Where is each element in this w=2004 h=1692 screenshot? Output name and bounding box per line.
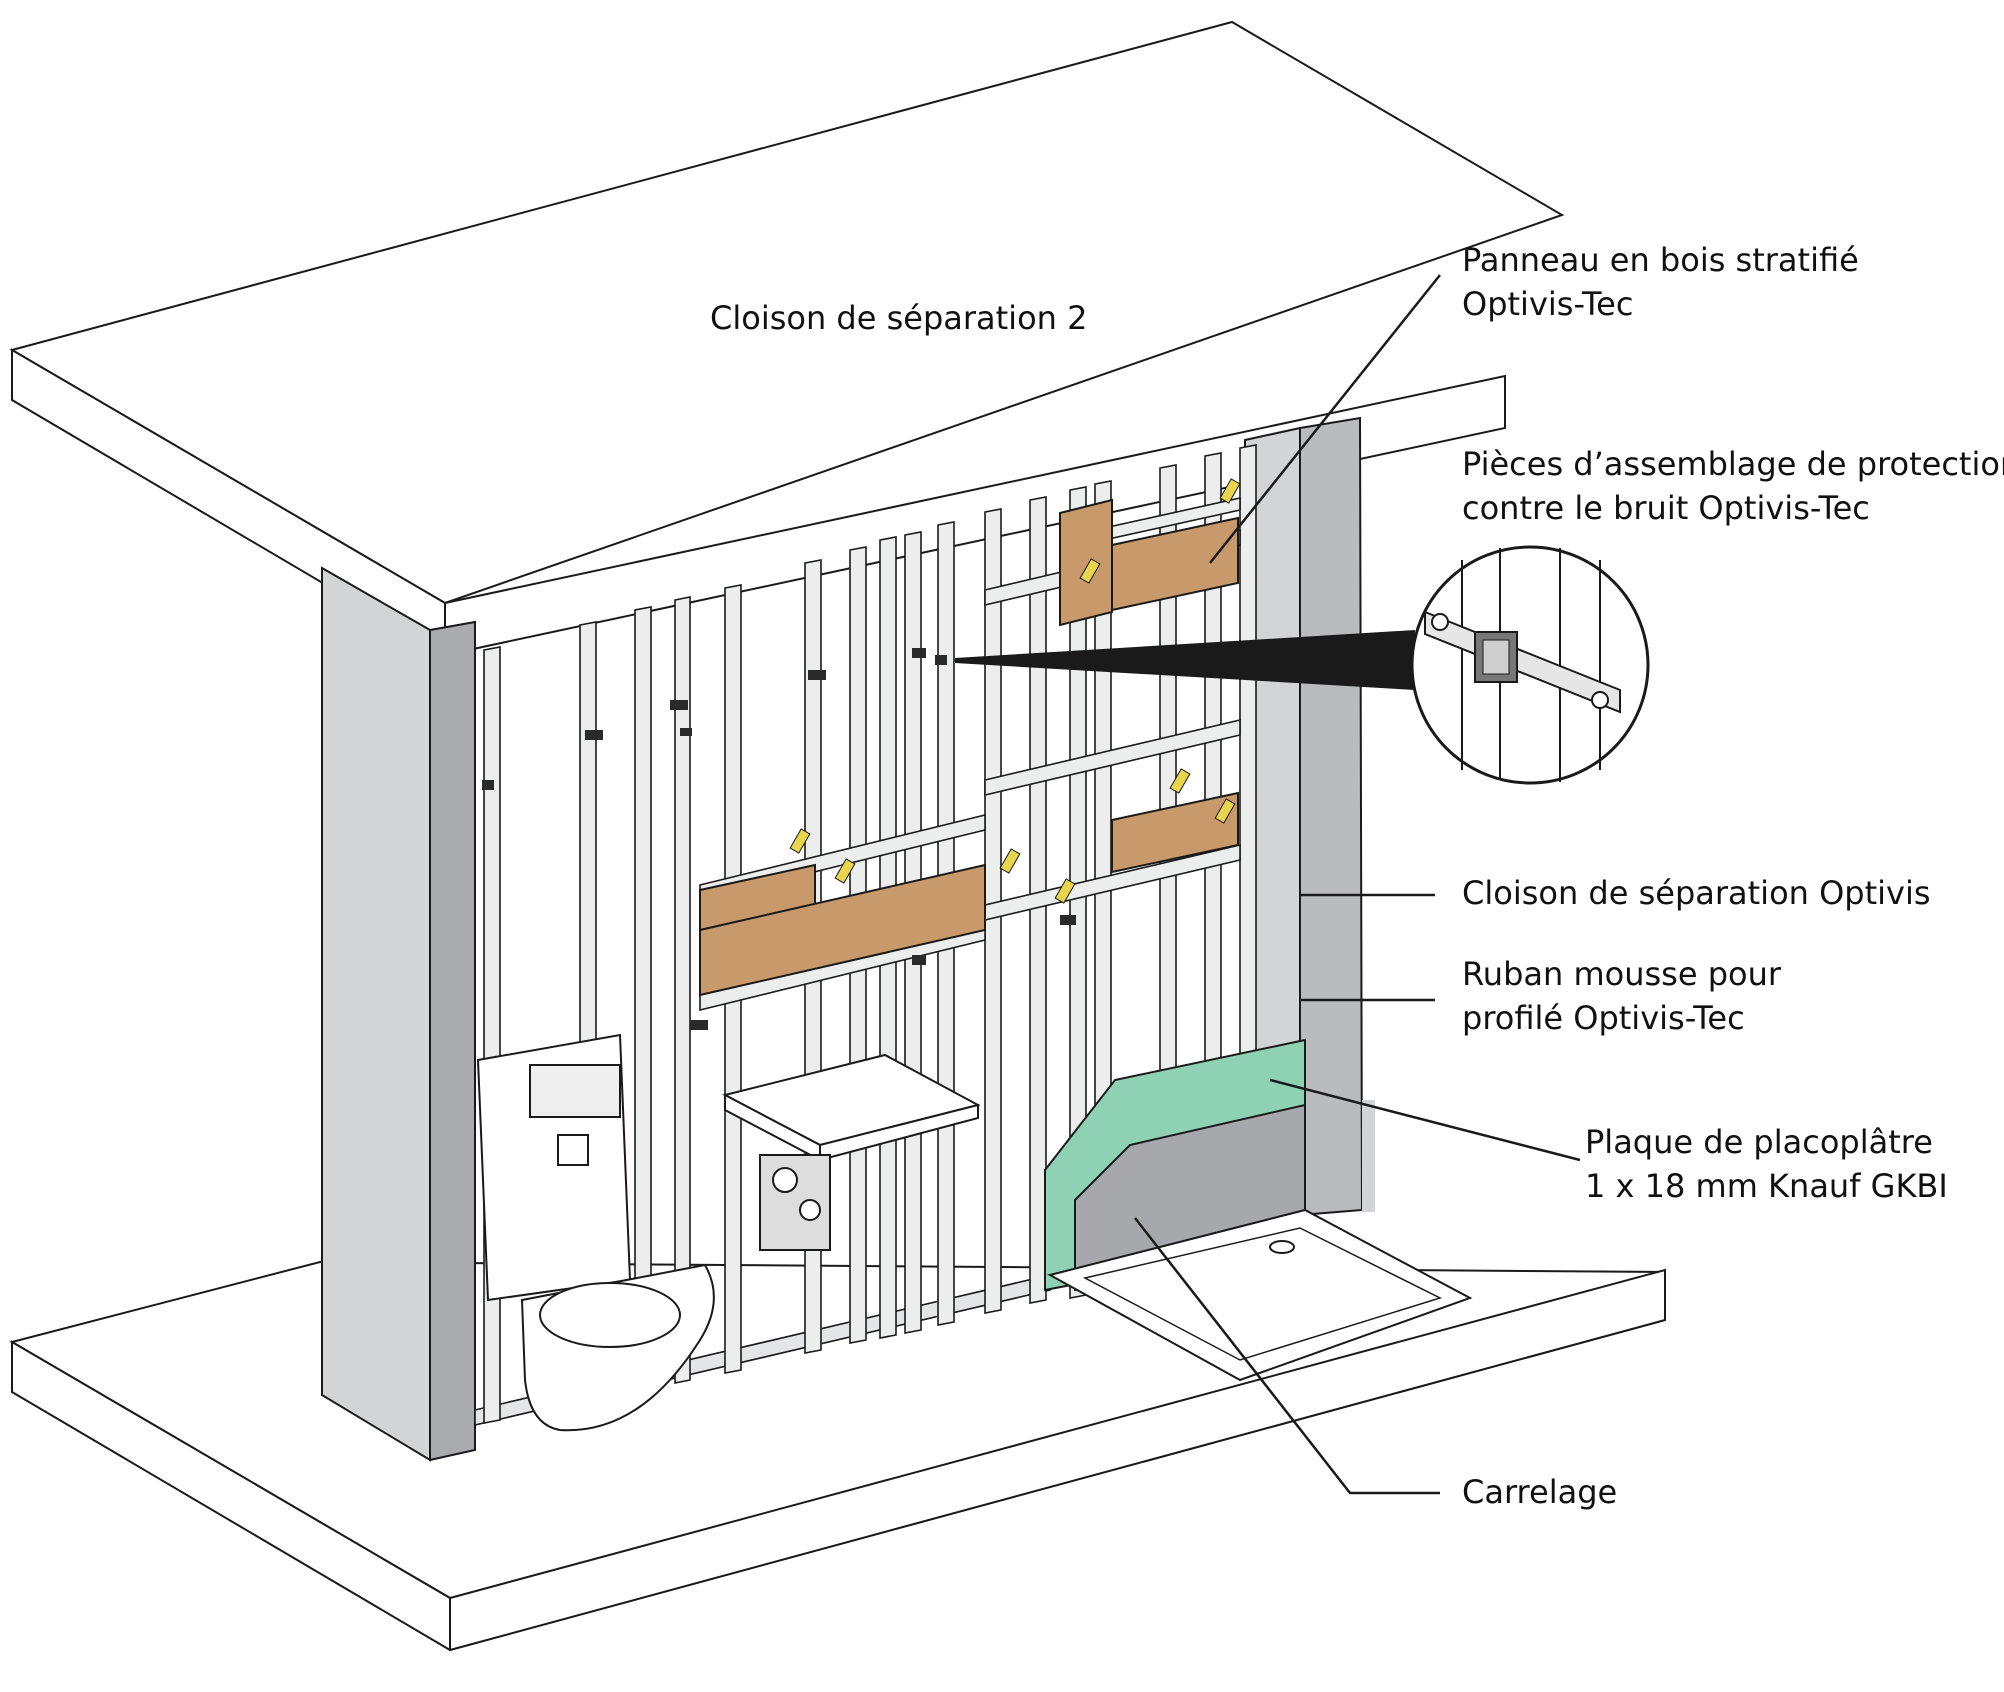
label-tiles: Carrelage <box>1462 1473 1618 1511</box>
left-column <box>321 566 476 1462</box>
floor-slab <box>9 1260 1666 1652</box>
shower-area <box>1044 1038 1473 1382</box>
diagram-title: Cloison de séparation 2 <box>710 299 1088 337</box>
connector-clips <box>482 648 1076 1030</box>
label-wood-panel: Panneau en bois stratifié Optivis-Tec <box>1462 241 1859 323</box>
magnifier-callout <box>955 545 1650 785</box>
wc-module <box>476 1033 715 1432</box>
yellow-clips <box>789 478 1241 904</box>
label-partition: Cloison de séparation Optivis <box>1462 874 1931 912</box>
label-foam-tape: Ruban mousse pour profilé Optivis-Tec <box>1462 955 1782 1037</box>
wood-panels <box>699 498 1239 997</box>
washbasin <box>722 1053 981 1251</box>
leader-lines <box>1134 274 1581 1495</box>
label-plasterboard: Plaque de placoplâtre 1 x 18 mm Knauf GK… <box>1585 1123 1948 1205</box>
label-connectors: Pièces d’assemblage de protection contre… <box>1462 445 2004 527</box>
right-column <box>1244 416 1375 1232</box>
